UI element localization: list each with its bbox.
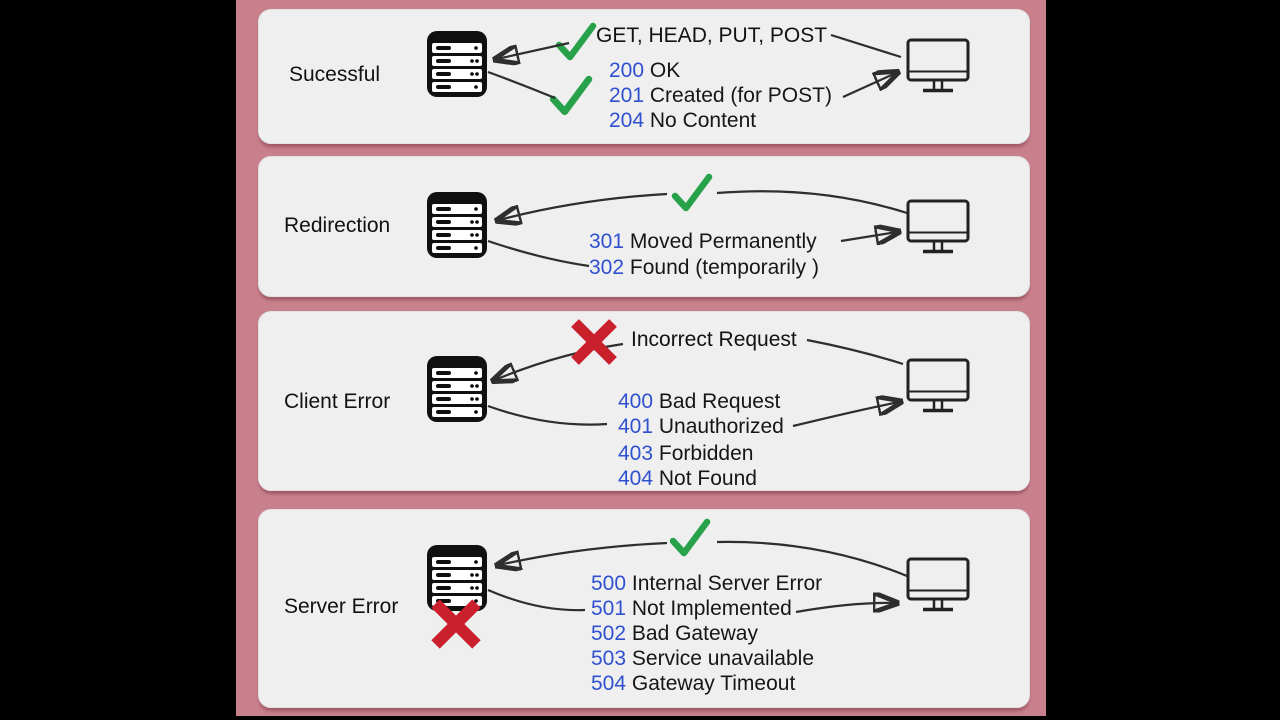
line-request-to-client	[806, 338, 904, 366]
line-server-to-response	[487, 588, 586, 612]
panel-server-error: Server Error 500 Internal Server Error 5…	[258, 509, 1030, 708]
category-label: Server Error	[284, 595, 399, 618]
status-text: Found (temporarily )	[629, 256, 819, 279]
status-text: Unauthorized	[658, 415, 784, 438]
client-computer-icon	[906, 358, 970, 413]
status-code-line: 502 Bad Gateway	[591, 622, 758, 646]
status-code: 501	[591, 597, 627, 620]
check-icon	[671, 173, 713, 212]
status-text: OK	[649, 59, 681, 82]
status-code: 302	[589, 256, 625, 279]
status-code-line: 404 Not Found	[618, 467, 757, 491]
check-icon	[669, 518, 711, 557]
status-code: 404	[618, 467, 654, 490]
status-code-line: 501 Not Implemented	[591, 597, 792, 621]
category-label: Sucessful	[289, 63, 381, 86]
status-code: 502	[591, 622, 627, 645]
line-client-to-check	[716, 190, 908, 215]
status-text: Moved Permanently	[629, 230, 817, 253]
client-computer-icon	[906, 199, 970, 254]
status-text: Bad Request	[658, 390, 781, 413]
arrow-response-to-client	[792, 402, 899, 428]
server-icon	[427, 192, 487, 258]
status-code-line: 504 Gateway Timeout	[591, 672, 795, 696]
server-icon	[427, 545, 487, 611]
status-code-line: 200 OK	[609, 59, 680, 83]
arrow-check-to-server	[499, 192, 668, 220]
status-code-line: 503 Service unavailable	[591, 647, 814, 671]
check-icon	[549, 75, 593, 116]
status-code: 400	[618, 390, 654, 413]
status-code: 503	[591, 647, 627, 670]
status-text: Not Implemented	[631, 597, 792, 620]
line-server-to-response	[487, 70, 556, 100]
arrow-check-to-server	[499, 541, 668, 565]
client-computer-icon	[906, 557, 970, 612]
cross-icon	[571, 319, 617, 365]
status-text: Bad Gateway	[631, 622, 758, 645]
status-code-line: 301 Moved Permanently	[589, 230, 817, 254]
status-text: Service unavailable	[631, 647, 814, 670]
status-code-line: 401 Unauthorized	[618, 415, 784, 439]
status-code-line: 403 Forbidden	[618, 442, 753, 466]
status-code: 401	[618, 415, 654, 438]
status-code: 301	[589, 230, 625, 253]
status-text: Created (for POST)	[649, 84, 832, 107]
panel-successful: Sucessful GET, HEAD, PUT, POST 200	[258, 9, 1030, 144]
server-icon	[427, 356, 487, 422]
status-code: 200	[609, 59, 645, 82]
request-methods-text: GET, HEAD, PUT, POST	[596, 24, 828, 47]
category-label: Client Error	[284, 390, 391, 413]
status-text: Forbidden	[658, 442, 754, 465]
request-label-text: Incorrect Request	[631, 328, 797, 351]
arrow-response-to-client	[840, 232, 897, 241]
panel-redirection: Redirection 301 Moved Permanently 302 Fo…	[258, 156, 1030, 297]
status-code: 204	[609, 109, 645, 132]
status-code-line: 400 Bad Request	[618, 390, 780, 414]
status-text: No Content	[649, 109, 757, 132]
status-text: Internal Server Error	[631, 572, 823, 595]
status-code-line: 500 Internal Server Error	[591, 572, 822, 596]
line-server-to-response	[487, 239, 590, 268]
panel-client-error: Client Error Incorrect Request 400 Bad R…	[258, 311, 1030, 491]
status-code: 201	[609, 84, 645, 107]
check-icon	[555, 22, 597, 61]
status-code-line: 201 Created (for POST)	[609, 84, 832, 108]
line-server-to-response	[487, 404, 608, 426]
status-text: Not Found	[658, 467, 757, 490]
arrow-response-to-client	[795, 603, 895, 614]
status-code-line: 302 Found (temporarily )	[589, 256, 819, 280]
arrow-response-to-client	[842, 73, 896, 99]
status-code: 403	[618, 442, 654, 465]
status-code-line: 204 No Content	[609, 109, 756, 133]
status-text: Gateway Timeout	[631, 672, 796, 695]
server-icon	[427, 31, 487, 97]
line-request-to-client	[830, 33, 902, 59]
diagram-background: Sucessful GET, HEAD, PUT, POST 200	[236, 0, 1046, 716]
status-code: 504	[591, 672, 627, 695]
client-computer-icon	[906, 38, 970, 93]
category-label: Redirection	[284, 214, 391, 237]
cross-icon	[431, 599, 481, 649]
status-code: 500	[591, 572, 627, 595]
line-client-to-check	[716, 540, 908, 578]
